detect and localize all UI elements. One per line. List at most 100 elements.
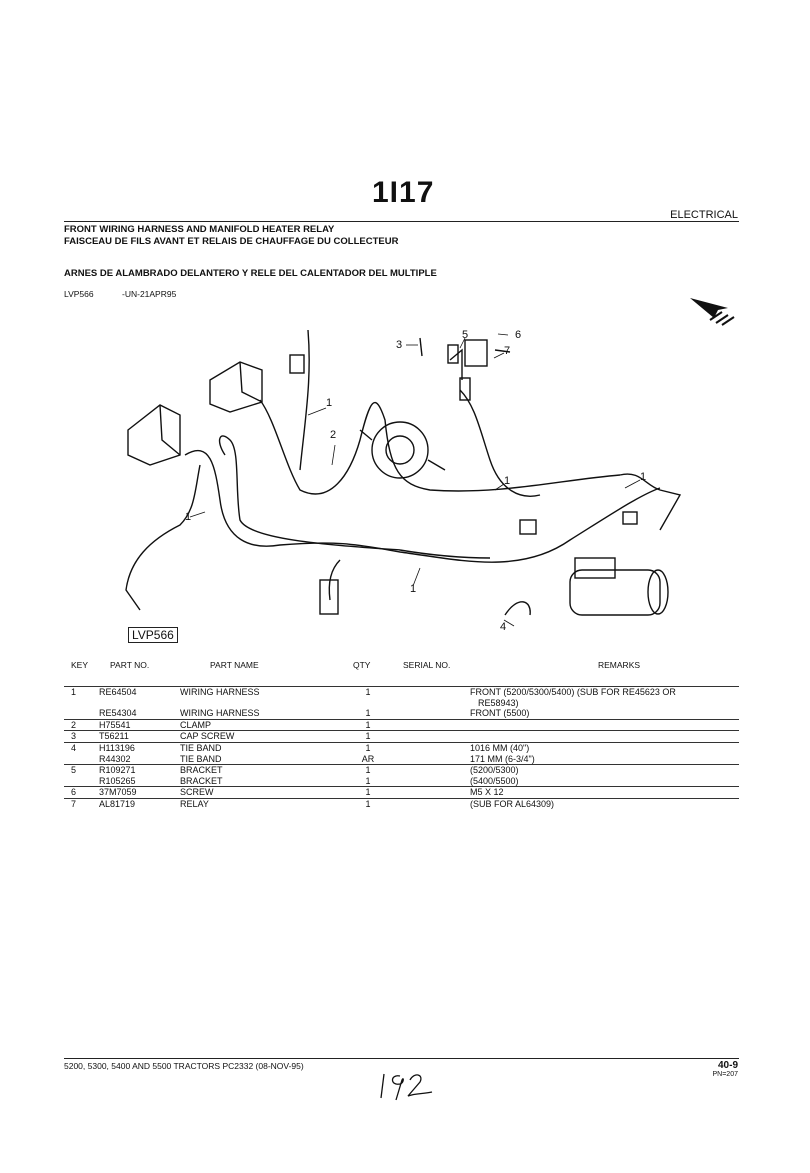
remarks-cell: (5400/5500) xyxy=(470,775,519,786)
main-harness xyxy=(125,329,682,611)
remarks-cell: FRONT (5200/5300/5400) (SUB FOR RE45623 … xyxy=(470,687,676,697)
table-row: R105265 BRACKET 1 (5400/5500) xyxy=(64,776,739,787)
table-row: 2 H75541 CLAMP 1 xyxy=(64,718,739,731)
part-no-cell: 37M7059 xyxy=(99,787,137,798)
col-header-part-no: PART NO. xyxy=(110,660,150,670)
part-no-cell: H113196 xyxy=(99,742,135,753)
handwritten-page-number xyxy=(380,1073,433,1101)
part-name-cell: CAP SCREW xyxy=(180,731,235,742)
figure-reference: -UN-21APR95 xyxy=(122,289,177,299)
qty-cell: 1 xyxy=(365,742,371,753)
remarks-cell: M5 X 12 xyxy=(470,787,504,798)
part-name-cell: TIE BAND xyxy=(180,742,222,753)
pn-number: PN=207 xyxy=(712,1071,739,1078)
title-english: FRONT WIRING HARNESS AND MANIFOLD HEATER… xyxy=(64,224,335,235)
footer-models: 5200, 5300, 5400 AND 5500 TRACTORS PC233… xyxy=(64,1061,304,1071)
qty-cell: AR xyxy=(361,753,375,764)
col-header-remarks: REMARKS xyxy=(598,660,641,670)
callout-leaders xyxy=(189,333,641,627)
callout-6: 6 xyxy=(515,329,521,341)
relay-bracket-group xyxy=(419,337,511,380)
remarks-cell: 1016 MM (40") xyxy=(470,742,530,753)
alternator xyxy=(359,421,446,479)
qty-cell: 1 xyxy=(365,787,371,798)
callout-2: 2 xyxy=(330,429,336,441)
col-header-key: KEY xyxy=(71,660,89,670)
remarks-cell: 171 MM (6-3/4") xyxy=(470,753,535,764)
tie-band xyxy=(504,601,531,616)
remarks-cell: FRONT (5500) xyxy=(470,708,530,719)
qty-cell: 1 xyxy=(365,708,371,719)
key-cell: 3 xyxy=(71,731,77,742)
table-row: 3 T56211 CAP SCREW 1 xyxy=(64,730,739,742)
category-label: ELECTRICAL xyxy=(670,209,738,221)
remarks-cell: RE58943) xyxy=(478,697,519,708)
qty-cell: 1 xyxy=(365,798,371,809)
key-cell: 5 xyxy=(71,765,77,776)
callout-3: 3 xyxy=(396,339,402,351)
table-row: 5 R109271 BRACKET 1 (5200/5300) xyxy=(64,764,739,776)
section-number: 1I17 xyxy=(372,176,435,209)
key-cell: 7 xyxy=(71,798,77,809)
remarks-cell: (SUB FOR AL64309) xyxy=(470,798,555,809)
figure-code: LVP566 xyxy=(64,289,94,299)
table-row: RE58943) xyxy=(64,698,739,709)
key-cell: 2 xyxy=(71,719,77,730)
part-name-cell: BRACKET xyxy=(180,765,223,776)
table-row: R44302 TIE BAND AR 171 MM (6-3/4") xyxy=(64,754,739,765)
remarks-cell: (5200/5300) xyxy=(470,765,519,776)
front-direction-arrow-icon xyxy=(690,298,735,326)
part-name-cell: BRACKET xyxy=(180,775,223,786)
part-name-cell: WIRING HARNESS xyxy=(180,687,260,697)
qty-cell: 1 xyxy=(365,731,371,742)
callout-1-c: 1 xyxy=(410,583,416,595)
callout-1-b: 1 xyxy=(185,511,191,523)
part-no-cell: T56211 xyxy=(99,731,129,742)
key-cell: 6 xyxy=(71,787,77,798)
header-rule xyxy=(64,221,739,222)
callout-7: 7 xyxy=(504,345,510,357)
part-no-cell: R105265 xyxy=(99,775,136,786)
title-french: FAISCEAU DE FILS AVANT ET RELAIS DE CHAU… xyxy=(64,236,399,247)
col-header-serial-no: SERIAL NO. xyxy=(403,660,451,670)
page-number: 40-9 xyxy=(717,1060,738,1071)
part-no-cell: RE64504 xyxy=(99,687,137,697)
figure-label: LVP566 xyxy=(128,627,178,643)
part-name-cell: RELAY xyxy=(180,798,209,809)
part-name-cell: CLAMP xyxy=(180,719,212,730)
qty-cell: 1 xyxy=(365,775,371,786)
connectors xyxy=(289,339,638,615)
callout-5: 5 xyxy=(462,329,468,341)
table-row: 1 RE64504 WIRING HARNESS 1 FRONT (5200/5300/… xyxy=(64,686,739,698)
part-name-cell: TIE BAND xyxy=(180,753,222,764)
callout-1-e: 1 xyxy=(640,471,646,483)
part-no-cell: H75541 xyxy=(99,719,131,730)
col-header-qty: QTY xyxy=(353,660,371,670)
title-spanish: ARNES DE ALAMBRADO DELANTERO Y RELE DEL … xyxy=(64,268,437,279)
part-no-cell: AL81719 xyxy=(99,798,136,809)
part-no-cell: R109271 xyxy=(99,765,136,776)
qty-cell: 1 xyxy=(365,687,371,697)
headlight-left xyxy=(127,404,181,466)
qty-cell: 1 xyxy=(365,719,371,730)
key-cell: 1 xyxy=(71,687,77,697)
wiring-harness-diagram: 1 1 1 1 1 2 3 4 5 6 7 xyxy=(125,329,682,633)
col-header-part-name: PART NAME xyxy=(210,660,259,670)
part-no-cell: R44302 xyxy=(99,753,131,764)
table-row: 4 H113196 TIE BAND 1 1016 MM (40") xyxy=(64,741,739,754)
part-no-cell: RE54304 xyxy=(99,708,137,719)
table-row: 7 AL81719 RELAY 1 (SUB FOR AL64309) xyxy=(64,797,739,810)
headlight-right xyxy=(209,361,263,413)
starter-motor xyxy=(569,557,669,616)
qty-cell: 1 xyxy=(365,765,371,776)
part-name-cell: SCREW xyxy=(180,787,214,798)
callout-4: 4 xyxy=(500,621,506,633)
callout-numbers: 1 1 1 1 1 2 3 4 5 6 7 xyxy=(185,329,646,633)
key-cell: 4 xyxy=(71,742,77,753)
table-row: 6 37M7059 SCREW 1 M5 X 12 xyxy=(64,786,739,798)
footer-rule xyxy=(64,1058,739,1059)
table-row: RE54304 WIRING HARNESS 1 FRONT (5500) xyxy=(64,708,739,719)
part-name-cell: WIRING HARNESS xyxy=(180,708,260,719)
